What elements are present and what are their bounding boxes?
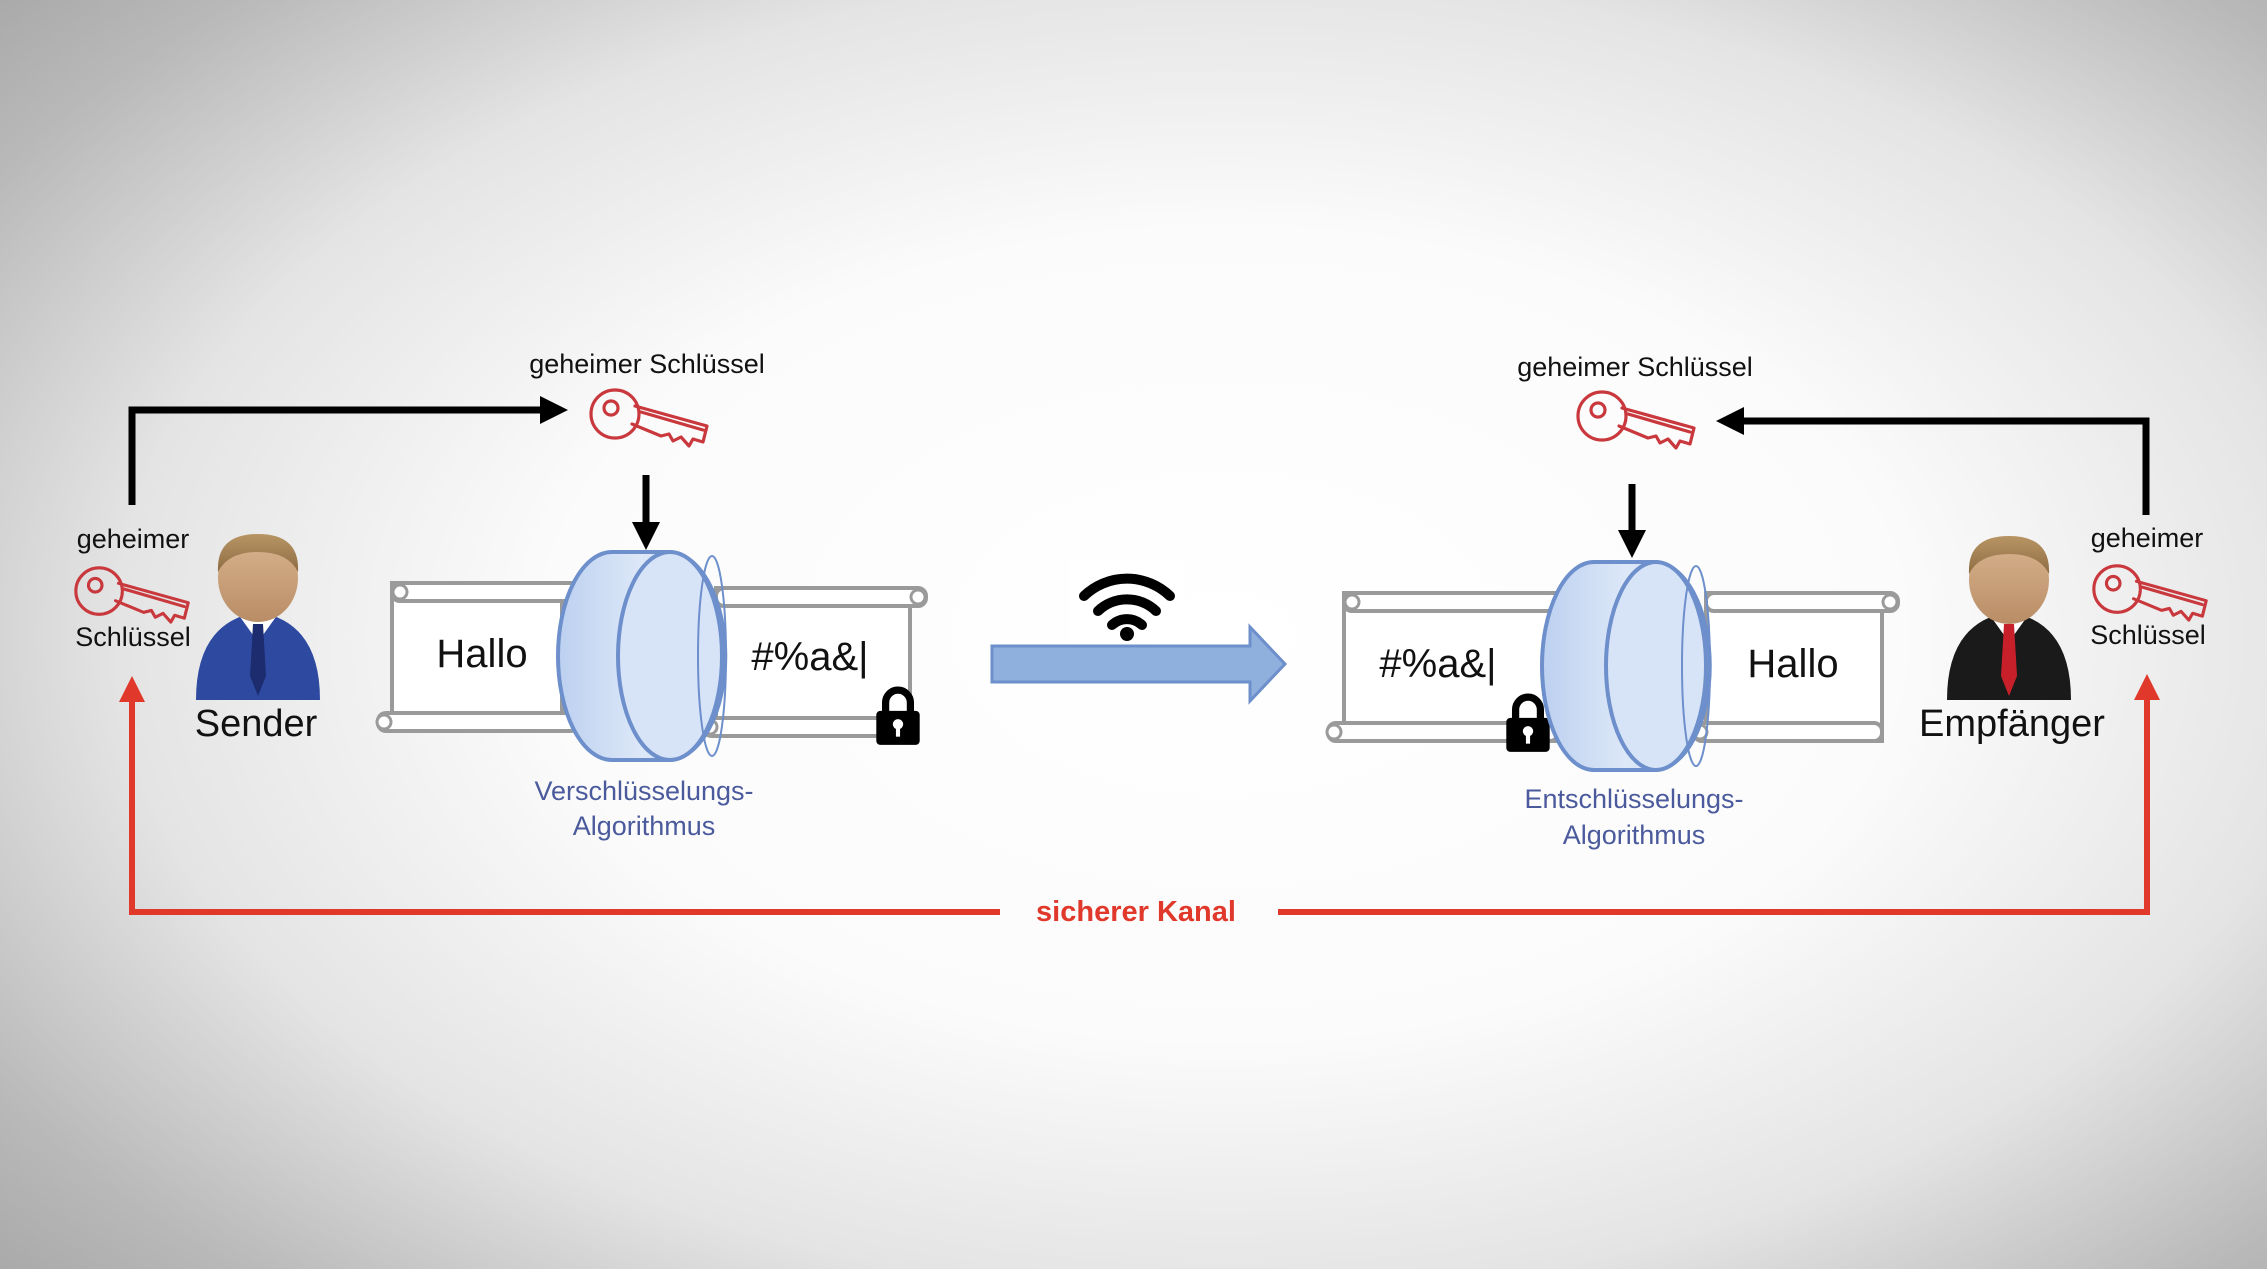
decryption-algorithm-label-2: Algorithmus xyxy=(1563,820,1706,850)
encryption-plaintext: Hallo xyxy=(436,632,527,676)
secure-channel-label: sicherer Kanal xyxy=(1036,896,1236,928)
encryption-algorithm-label-1: Verschlüsselungs- xyxy=(534,776,753,806)
receiver-key-path xyxy=(1716,407,2150,515)
sender-key-path xyxy=(128,396,568,505)
sender-name: Sender xyxy=(195,703,318,745)
receiver-key-label-2: Schlüssel xyxy=(2090,620,2206,650)
wifi-icon xyxy=(1070,560,1184,642)
ciphertext-scroll xyxy=(1325,591,1576,743)
decryption-ciphertext: #%a&| xyxy=(1379,642,1496,686)
encryption-algorithm-label-2: Algorithmus xyxy=(573,811,716,841)
receiver-key-label-1: geheimer xyxy=(2091,523,2204,553)
key-icon xyxy=(1576,390,1696,450)
key-icon xyxy=(589,388,709,448)
sender-key-label-1: geheimer xyxy=(77,524,190,554)
key-icon xyxy=(74,566,190,624)
encryption-ciphertext: #%a&| xyxy=(751,635,868,679)
key-icon xyxy=(2092,564,2208,622)
plaintext-scroll xyxy=(375,581,594,733)
decryption-key-arrow xyxy=(1618,484,1646,558)
encryption-key-label: geheimer Schlüssel xyxy=(529,349,765,379)
algorithm-cylinder xyxy=(556,550,728,762)
decryption-key-label: geheimer Schlüssel xyxy=(1517,352,1753,382)
decryption-plaintext: Hallo xyxy=(1747,642,1838,686)
channel-arrowhead-right xyxy=(2134,674,2160,700)
person-icon xyxy=(196,534,320,700)
transmission-arrow xyxy=(990,623,1288,705)
encryption-key-arrow xyxy=(632,475,660,550)
ciphertext-scroll xyxy=(701,586,928,738)
secure-channel: sicherer Kanal xyxy=(119,674,2160,928)
person-icon xyxy=(1947,536,2071,700)
algorithm-cylinder xyxy=(1540,560,1712,772)
sender-key-label-2: Schlüssel xyxy=(75,622,191,652)
plaintext-scroll xyxy=(1691,591,1900,743)
channel-arrowhead-left xyxy=(119,676,145,702)
receiver-name: Empfänger xyxy=(1919,703,2105,745)
decryption-algorithm-label-1: Entschlüsselungs- xyxy=(1524,784,1743,814)
